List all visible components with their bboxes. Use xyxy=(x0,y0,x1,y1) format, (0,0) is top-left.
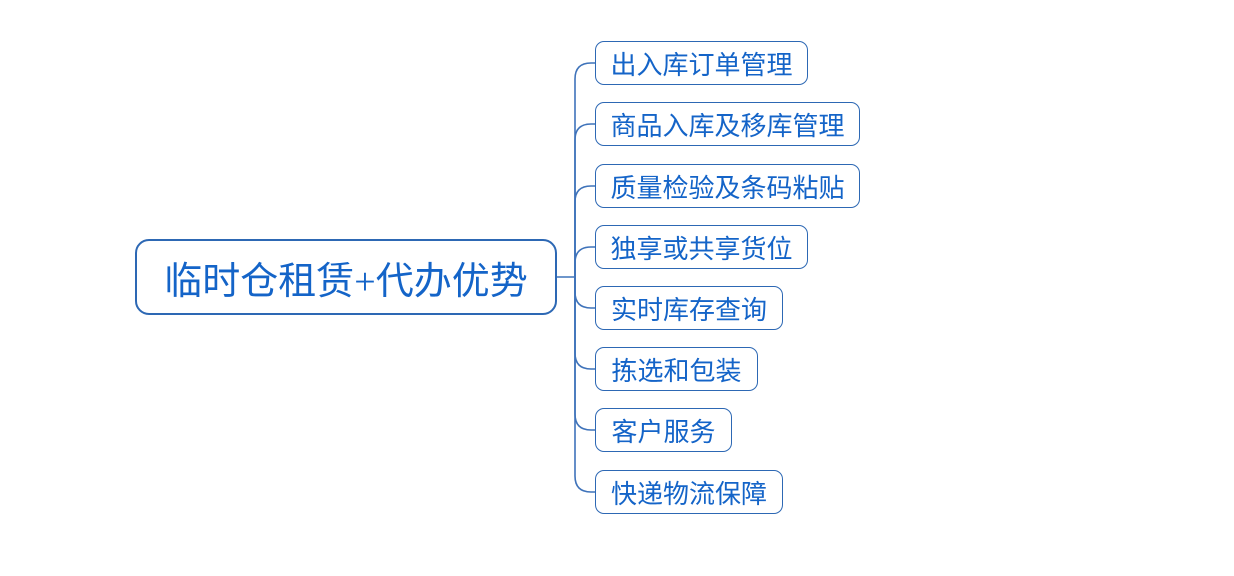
branch-connector-8 xyxy=(574,277,595,493)
branch-connector-1 xyxy=(574,62,595,277)
branch-connector-4 xyxy=(574,246,595,277)
child-node-label: 质量检验及条码粘贴 xyxy=(610,173,845,203)
child-node-label: 商品入库及移库管理 xyxy=(610,111,845,141)
child-node-label: 实时库存查询 xyxy=(610,295,767,325)
child-node-label: 独享或共享货位 xyxy=(610,234,793,264)
child-node-label: 客户服务 xyxy=(611,417,716,447)
child-node-inbound-transfer[interactable]: 商品入库及移库管理 xyxy=(595,102,860,146)
child-node-label: 拣选和包装 xyxy=(611,356,742,386)
child-node-express-logistics[interactable]: 快递物流保障 xyxy=(595,470,783,514)
branch-connector-2 xyxy=(574,123,595,277)
child-node-realtime-inventory[interactable]: 实时库存查询 xyxy=(595,286,783,330)
branch-connector-3 xyxy=(574,185,595,277)
branch-connector-6 xyxy=(574,277,595,370)
child-node-quality-barcode[interactable]: 质量检验及条码粘贴 xyxy=(595,164,860,208)
child-node-picking-packing[interactable]: 拣选和包装 xyxy=(595,347,758,391)
root-node-label: 临时仓租赁+代办优势 xyxy=(164,260,528,303)
root-node[interactable]: 临时仓租赁+代办优势 xyxy=(135,239,557,315)
branch-connector-5 xyxy=(574,277,595,309)
child-node-customer-service[interactable]: 客户服务 xyxy=(595,408,732,452)
child-node-label: 出入库订单管理 xyxy=(610,50,793,80)
branch-connector-7 xyxy=(574,277,595,431)
child-node-order-management[interactable]: 出入库订单管理 xyxy=(595,41,808,85)
child-node-shared-slots[interactable]: 独享或共享货位 xyxy=(595,225,808,269)
child-node-label: 快递物流保障 xyxy=(610,479,767,509)
